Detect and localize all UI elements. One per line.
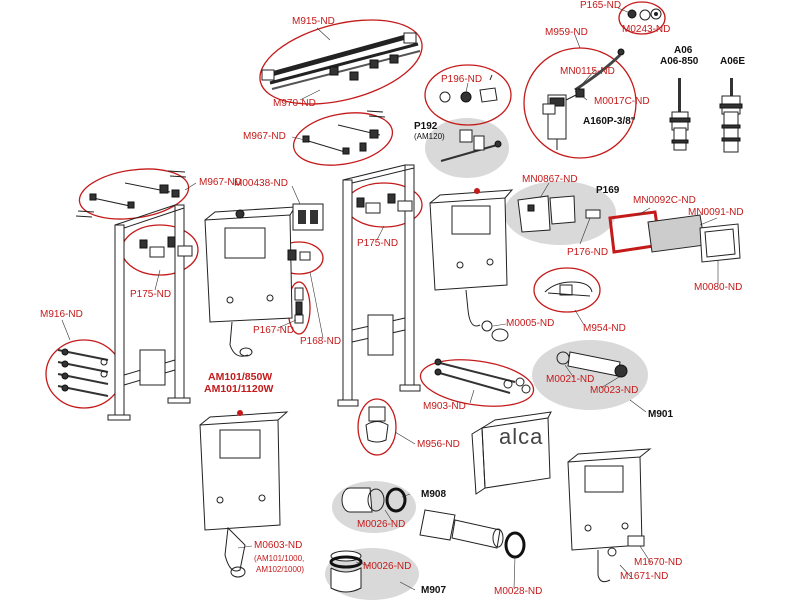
p192-bg: [425, 118, 509, 178]
label-m0023: M0023-ND: [590, 385, 639, 396]
label-m967-top: M967-ND: [243, 131, 286, 142]
alca-box: [471, 411, 552, 495]
label-m0080: M0080-ND: [694, 282, 743, 293]
m916-anchors: [57, 348, 109, 397]
m915-rails: [261, 32, 421, 90]
label-m970: M970-ND: [273, 98, 316, 109]
p175-left-brackets: [139, 236, 193, 258]
p168-part: [287, 249, 311, 261]
label-p192: P192: [414, 121, 438, 132]
label-mn0091: MN0091-ND: [688, 207, 744, 218]
m954-part: [544, 281, 593, 297]
m956-part: [365, 406, 389, 443]
label-m908: M908: [421, 489, 447, 500]
m916-ring: [45, 339, 123, 409]
screws: [75, 110, 386, 218]
label-m1670: M1670-ND: [634, 557, 683, 568]
label-m0026-top: M0026-ND: [357, 519, 406, 530]
label-m956: M956-ND: [417, 439, 460, 450]
bottom-left-cistern: [199, 410, 289, 578]
a06e-cartridge: [719, 78, 743, 153]
label-p167: P167-ND: [253, 325, 295, 336]
label-m903: M903-ND: [423, 401, 466, 412]
m907-parts: [329, 550, 363, 593]
label-m0603: M0603-ND: [254, 540, 303, 551]
label-m0603-sub1: (AM101/1000,: [254, 554, 305, 563]
p192-parts: [440, 129, 502, 162]
label-m954: M954-ND: [583, 323, 626, 334]
label-am-line1: AM101/850W: [208, 371, 273, 383]
label-a160p: A160P-3/8": [583, 116, 636, 127]
m967-top-brackets: [302, 124, 381, 155]
m903-bolts: [434, 358, 531, 394]
p175-mid-brackets: [356, 193, 413, 214]
m908-parts: [341, 487, 407, 513]
label-m901: M901: [648, 409, 674, 420]
label-p192-sub: (AM120): [414, 132, 445, 141]
p196-ring: [424, 64, 512, 126]
m901-bg: [532, 340, 648, 410]
middle-frame: [337, 164, 421, 407]
m956-ring: [357, 398, 397, 456]
m967-ring-top: [292, 112, 394, 166]
a06-cartridge: [669, 78, 691, 151]
label-m0017c: M0017C-ND: [594, 96, 650, 107]
label-a06e: A06E: [720, 56, 746, 67]
leader-lines: [61, 7, 719, 591]
flush-plates: [608, 210, 741, 263]
label-m00438: M00438-ND: [234, 178, 288, 189]
alca-logo-text: alca: [499, 424, 544, 449]
label-m959: M959-ND: [545, 27, 588, 38]
label-p196: P196-ND: [441, 74, 483, 85]
m0243-ring: [618, 1, 666, 35]
label-mn0867: MN0867-ND: [522, 174, 578, 185]
label-p176: P176-ND: [567, 247, 609, 258]
m0028-parts: [419, 509, 526, 559]
label-am-line2: AM101/1120W: [204, 383, 274, 395]
label-p168: P168-ND: [300, 336, 342, 347]
label-p165: P165-ND: [580, 0, 622, 11]
p167-part: [294, 287, 304, 324]
label-m0021: M0021-ND: [546, 374, 595, 385]
m915-ring: [259, 19, 423, 105]
m903-ring: [419, 359, 535, 407]
m0243-parts: [627, 8, 662, 21]
label-p169: P169: [596, 185, 620, 196]
label-p175-mid: P175-ND: [357, 238, 399, 249]
m967-left-brackets: [89, 182, 180, 209]
left-cistern: [204, 206, 296, 357]
label-m0028: M0028-ND: [494, 586, 543, 597]
label-m0005: M0005-ND: [506, 318, 555, 329]
m00438-plate: [292, 203, 324, 231]
label-m967-left: M967-ND: [199, 177, 242, 188]
m954-ring: [533, 267, 601, 313]
label-m915: M915-ND: [292, 16, 335, 27]
label-mn0092c: MN0092C-ND: [633, 195, 696, 206]
label-mn0115: MN0115-ND: [560, 66, 615, 77]
label-m907: M907: [421, 585, 447, 596]
left-frame: [107, 204, 191, 421]
label-m0026-bot: M0026-ND: [363, 561, 412, 572]
label-p175-left: P175-ND: [130, 289, 172, 300]
m901-pipe: [556, 351, 628, 378]
label-a06: A06: [674, 45, 693, 56]
label-m0243: M0243-ND: [622, 24, 671, 35]
p196-parts: [439, 74, 498, 103]
label-m916: M916-ND: [40, 309, 83, 320]
p169-parts: [517, 195, 601, 233]
label-a06-850: A06-850: [660, 56, 699, 67]
bottom-right-cistern: [567, 448, 652, 583]
label-m1671: M1671-ND: [620, 571, 669, 582]
label-m0603-sub2: AM102/1000): [256, 565, 305, 574]
right-cistern: [429, 188, 514, 342]
